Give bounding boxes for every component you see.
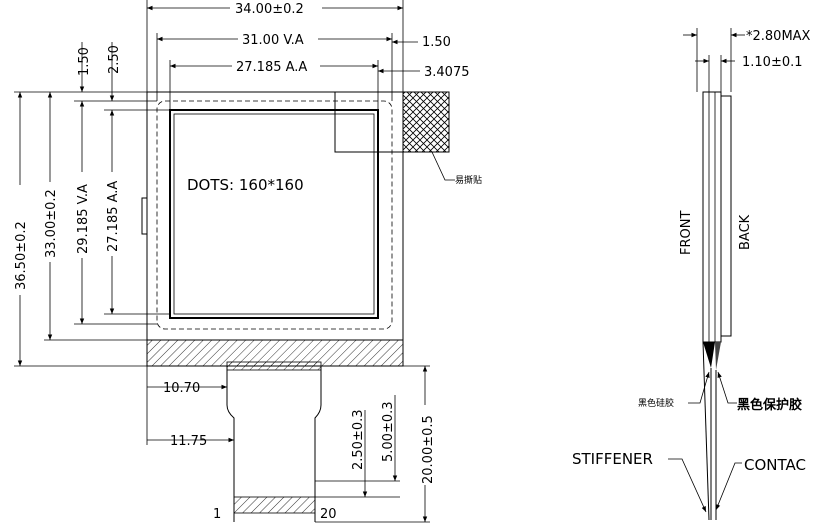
- dim-overall-height: 36.50±0.2: [14, 221, 29, 290]
- black-silicone-label: 黑色硅胶: [638, 397, 674, 409]
- dim-fpc-5-00: 5.00±0.3: [381, 401, 396, 462]
- dim-va-width: 31.00 V.A: [242, 33, 304, 48]
- front-view: DOTS: 160*160 易撕贴: [141, 91, 482, 522]
- black-silicone-fill: [703, 342, 715, 368]
- fpc-dimensions: 10.70 11.75 2.50±0.3 5.00±0.3 20.00±0.5 …: [146, 365, 436, 523]
- dim-aa-height: 27.185 A.A: [106, 181, 121, 252]
- dim-overall-width: 34.00±0.2: [235, 2, 304, 17]
- dim-top-2-50: 2.50: [107, 45, 122, 74]
- dim-fpc-11-75: 11.75: [170, 434, 207, 449]
- side-glass-stack: [702, 91, 722, 343]
- module-outline: [146, 91, 404, 341]
- dim-top-1-50: 1.50: [77, 47, 92, 76]
- side-notch: [141, 197, 148, 235]
- tear-tape-tab: [402, 91, 450, 153]
- back-label: BACK: [738, 214, 753, 250]
- active-area-inner: [173, 113, 375, 315]
- black-protect-glue-fill: [715, 342, 721, 370]
- left-dimensions: 36.50±0.2 33.00±0.2 29.185 V.A 27.185 A.…: [14, 42, 170, 367]
- contact-label: CONTAC: [744, 456, 806, 474]
- dim-right-3-4075: 3.4075: [424, 65, 470, 80]
- active-area: [169, 109, 379, 319]
- stiffener-label: STIFFENER: [572, 450, 653, 468]
- black-protect-glue-label: 黑色保护胶: [737, 397, 802, 413]
- dots-label: DOTS: 160*160: [187, 176, 304, 194]
- dim-fpc-10-70: 10.70: [163, 381, 200, 396]
- dim-side-thickness: *2.80MAX: [746, 29, 811, 44]
- dim-side-glass: 1.10±0.1: [742, 55, 803, 70]
- dim-right-1-50: 1.50: [422, 35, 451, 50]
- dim-fpc-20-00: 20.00±0.5: [421, 415, 436, 484]
- pin-1-label: 1: [213, 507, 221, 522]
- side-view: *2.80MAX 1.10±0.1 FRONT BACK 黑色硅胶 黑色保护胶 …: [572, 28, 811, 521]
- dim-fpc-2-50: 2.50±0.3: [351, 409, 366, 470]
- dim-height-33: 33.00±0.2: [44, 189, 59, 258]
- dim-va-height: 29.185 V.A: [76, 184, 91, 254]
- pin-20-label: 20: [320, 507, 337, 522]
- front-label: FRONT: [679, 211, 694, 255]
- viewing-area: [156, 100, 393, 330]
- side-backlight: [720, 95, 732, 337]
- fpc: [226, 361, 322, 522]
- dim-aa-width: 27.185 A.A: [236, 60, 307, 75]
- tear-tape-label: 易撕贴: [455, 174, 482, 186]
- fpc-contact-pads: [233, 496, 316, 514]
- top-dimensions: 34.00±0.2 31.00 V.A 1.50 27.185 A.A 3.40…: [146, 0, 470, 110]
